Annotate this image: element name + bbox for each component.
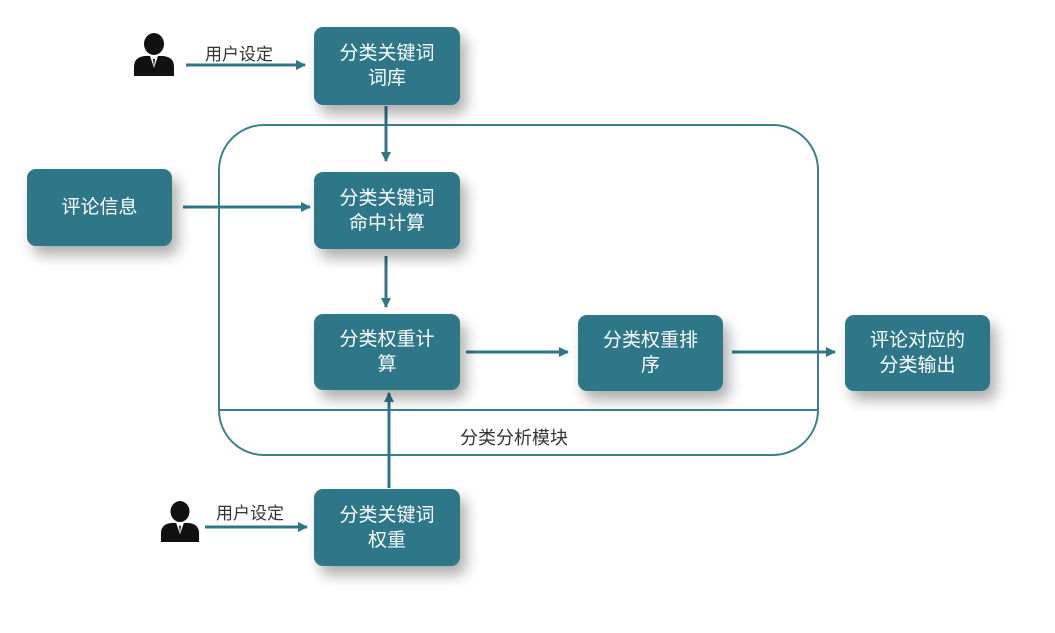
weight-calc-node: 分类权重计 算 <box>314 314 460 390</box>
person-icon <box>133 33 175 81</box>
node-text: 序 <box>640 354 660 376</box>
node-text: 分类关键词 <box>339 503 435 526</box>
node-text: 分类权重计 <box>339 328 435 350</box>
weight-sort-node: 分类权重排 序 <box>578 315 723 391</box>
node-text: 分类权重排 <box>602 329 698 351</box>
person-icon <box>160 500 200 548</box>
user-setting-label-bottom: 用户设定 <box>216 504 284 524</box>
classification-module-frame <box>218 124 819 456</box>
keyword-hit-calc-node: 分类关键词 命中计算 <box>314 172 460 249</box>
keyword-library-node: 分类关键词 词库 <box>314 27 460 105</box>
node-text: 分类关键词 <box>339 186 435 209</box>
module-label: 分类分析模块 <box>460 428 568 449</box>
user-setting-label-top: 用户设定 <box>205 45 273 65</box>
node-text: 评论信息 <box>61 196 138 218</box>
node-text: 分类关键词 <box>339 42 435 64</box>
keyword-weight-node: 分类关键词 权重 <box>314 489 460 566</box>
node-text: 词库 <box>367 67 406 89</box>
node-text: 算 <box>377 353 397 375</box>
node-text: 权重 <box>367 528 406 551</box>
classification-output-node: 评论对应的 分类输出 <box>845 315 990 391</box>
node-text: 评论对应的 <box>869 329 965 351</box>
comment-info-node: 评论信息 <box>27 169 172 246</box>
node-text: 分类输出 <box>879 354 956 376</box>
node-text: 命中计算 <box>348 211 425 234</box>
module-divider <box>219 409 818 411</box>
